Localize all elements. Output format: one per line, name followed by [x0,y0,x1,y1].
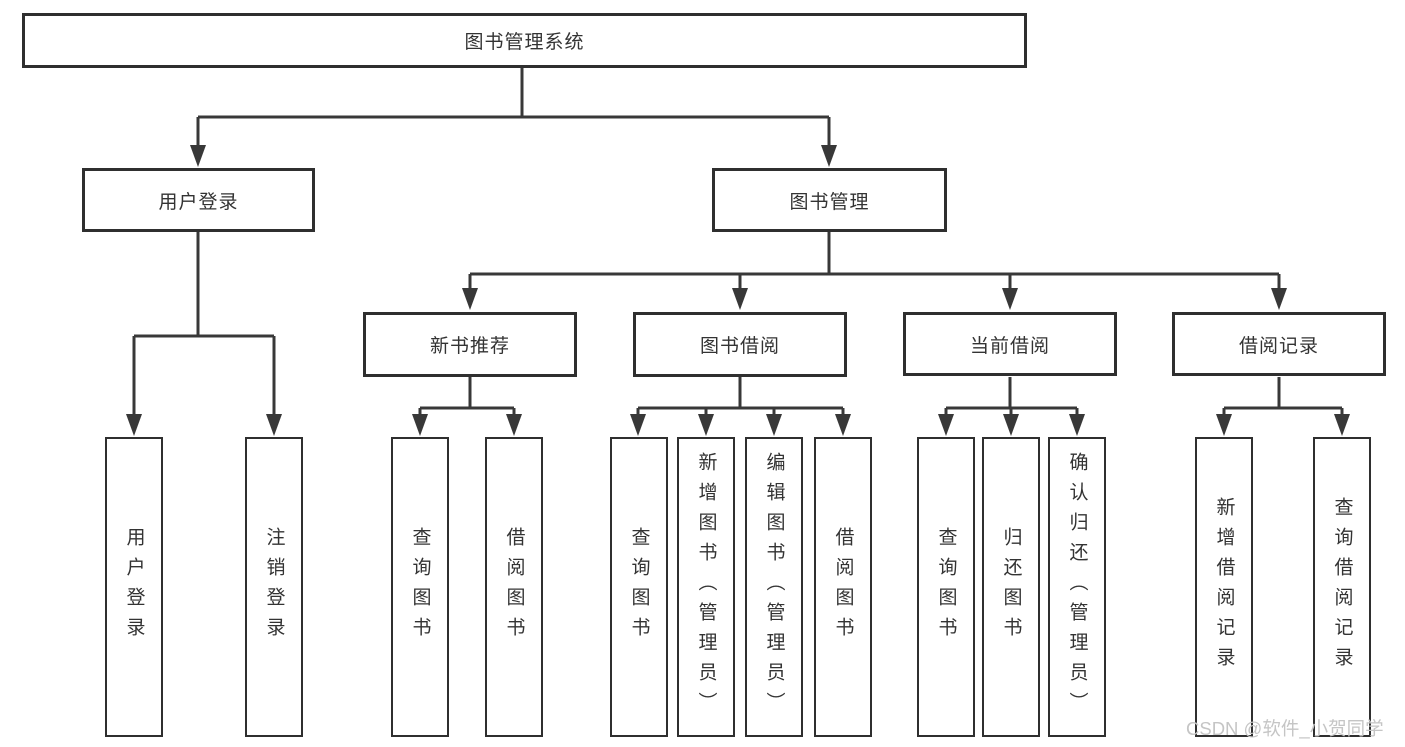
arrowhead [732,288,748,310]
leaf-query-borrow-record-label: 查询借阅记录 [1331,497,1353,677]
leaf-add-borrow-record: 新增借阅记录 [1195,437,1253,737]
node-book-borrowing: 图书借阅 [633,312,847,377]
leaf-confirm-return-admin: 确认归还（管理员） [1048,437,1106,737]
arrowhead [266,414,282,436]
leaf-add-books-admin: 新增图书（管理员） [677,437,735,737]
leaf-edit-books-admin: 编辑图书（管理员） [745,437,803,737]
node-user-login: 用户登录 [82,168,315,232]
leaf-confirm-return-admin-label: 确认归还（管理员） [1066,452,1088,722]
arrowhead [412,414,428,436]
leaf-query-books-recommend: 查询图书 [391,437,449,737]
arrowhead [1003,414,1019,436]
node-book-management: 图书管理 [712,168,947,232]
leaf-user-login-label: 用户登录 [123,527,145,647]
arrowhead [126,414,142,436]
connector-book-mgmt [468,232,1281,292]
node-current-borrowing-label: 当前借阅 [969,335,1050,357]
watermark: CSDN @软件_小贺同学 [1186,718,1384,739]
node-root-system-label: 图书管理系统 [464,32,585,53]
leaf-query-borrow-record: 查询借阅记录 [1313,437,1371,737]
node-new-book-recommendation: 新书推荐 [363,312,577,377]
node-root-system: 图书管理系统 [22,13,1027,68]
leaf-add-borrow-record-label: 新增借阅记录 [1213,497,1235,677]
leaf-user-login: 用户登录 [105,437,163,737]
arrowhead [1216,414,1232,436]
arrowhead [821,145,837,167]
node-book-management-label: 图书管理 [789,191,870,213]
arrowhead [630,414,646,436]
arrowhead [766,414,782,436]
leaf-return-books-label: 归还图书 [1000,527,1022,647]
leaf-logout: 注销登录 [245,437,303,737]
leaf-add-books-admin-label: 新增图书（管理员） [695,452,717,722]
arrowhead [1002,288,1018,310]
leaf-query-books-current: 查询图书 [917,437,975,737]
leaf-borrow-books: 借阅图书 [814,437,872,737]
leaf-logout-label: 注销登录 [263,527,285,647]
node-new-book-recommendation-label: 新书推荐 [429,336,510,357]
leaf-borrow-books-label: 借阅图书 [832,527,854,647]
node-user-login-label: 用户登录 [158,191,239,213]
leaf-borrow-books-recommend-label: 借阅图书 [503,527,525,647]
leaf-edit-books-admin-label: 编辑图书（管理员） [763,452,785,722]
leaf-query-books-recommend-label: 查询图书 [409,527,431,647]
connector-new-book-rec [418,377,516,420]
arrowhead [506,414,522,436]
leaf-borrow-books-recommend: 借阅图书 [485,437,543,737]
leaf-query-books-borrow: 查询图书 [610,437,668,737]
connector-user-login [132,232,276,418]
connector-book-borrow [636,377,845,420]
arrowhead [462,288,478,310]
arrowhead [1334,414,1350,436]
leaf-query-books-borrow-label: 查询图书 [628,527,650,647]
connector-current-borrow [944,377,1079,420]
arrowhead [1271,288,1287,310]
arrowhead [190,145,206,167]
node-book-borrowing-label: 图书借阅 [699,336,780,357]
node-current-borrowing: 当前借阅 [903,312,1117,376]
arrowhead [698,414,714,436]
leaf-query-books-current-label: 查询图书 [935,527,957,647]
connector-root [196,68,831,150]
arrowhead [938,414,954,436]
connector-borrow-records [1222,377,1344,420]
arrowhead [835,414,851,436]
node-borrowing-records-label: 借阅记录 [1238,335,1319,357]
leaf-return-books: 归还图书 [982,437,1040,737]
arrowhead [1069,414,1085,436]
node-borrowing-records: 借阅记录 [1172,312,1386,376]
